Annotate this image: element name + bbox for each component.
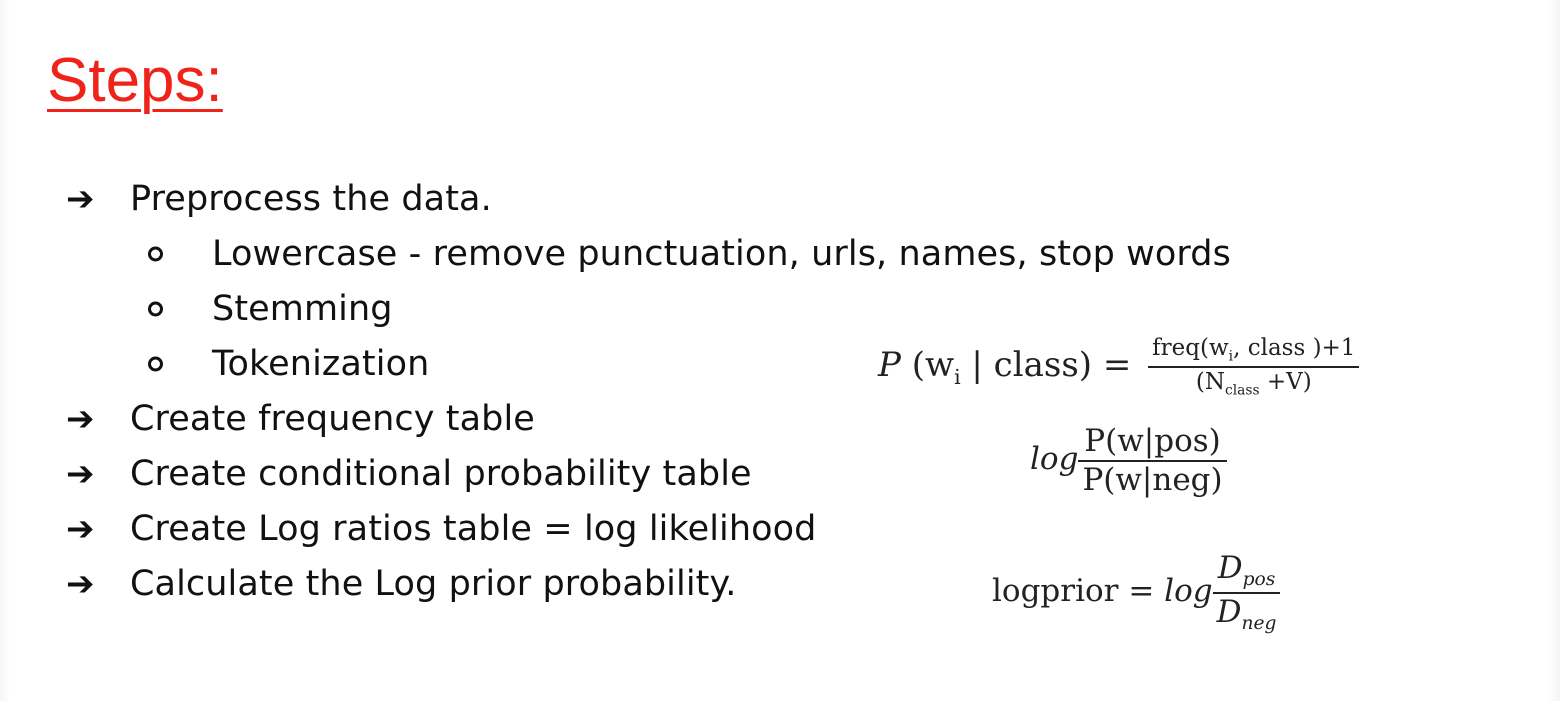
arrow-icon: ➔ [66, 564, 95, 604]
formula-text: logprior = [992, 573, 1155, 610]
step-text: Create frequency table [130, 399, 535, 439]
formula-numerator: P(w|pos) [1084, 423, 1221, 459]
formula-symbol: P [878, 345, 901, 386]
arrow-icon: ➔ [66, 179, 95, 219]
step-text: Lowercase - remove punctuation, urls, na… [212, 234, 1231, 274]
arrow-icon: ➔ [66, 454, 95, 494]
step-text: Calculate the Log prior probability. [130, 564, 737, 604]
fraction-bar [1148, 366, 1360, 369]
step-text: Preprocess the data. [130, 179, 492, 219]
arrow-icon: ➔ [66, 509, 95, 549]
circle-bullet-icon [148, 246, 163, 262]
fraction-bar [1212, 591, 1281, 594]
arrow-icon: ➔ [66, 399, 95, 439]
formula-denominator: P(w|neg) [1082, 461, 1223, 498]
slide-right-edge [1548, 0, 1560, 701]
formula-denominator: Dneg [1216, 593, 1277, 634]
formula-fraction: freq(wi, class )+1 (Nclass +V) [1148, 335, 1360, 399]
formula-conditional-probability: P (wi | class) = freq(wi, class )+1 (Ncl… [878, 335, 1360, 399]
formula-numerator: Dpos [1217, 550, 1276, 591]
step-text: Tokenization [212, 344, 430, 384]
formula-numerator: freq(wi, class )+1 [1152, 335, 1356, 365]
slide-title: Steps: [47, 46, 223, 115]
slide-left-edge [0, 0, 10, 701]
formula-logprior: logprior = log Dpos Dneg [992, 550, 1281, 634]
circle-bullet-icon [148, 356, 163, 372]
formula-log-ratio: log P(w|pos) P(w|neg) [1030, 425, 1227, 496]
step-text: Stemming [212, 289, 393, 329]
formula-text: (w [911, 345, 955, 386]
formula-fraction: P(w|pos) P(w|neg) [1078, 423, 1227, 498]
step-text: Create conditional probability table [130, 454, 752, 494]
formula-subscript: i [954, 364, 961, 389]
step-text: Create Log ratios table = log likelihood [130, 509, 817, 549]
formula-log: log [1030, 441, 1079, 478]
fraction-bar [1078, 459, 1227, 462]
formula-log: log [1164, 573, 1213, 610]
formula-text: | class) = [960, 345, 1132, 386]
circle-bullet-icon [148, 301, 163, 317]
formula-fraction: Dpos Dneg [1212, 550, 1281, 634]
formula-denominator: (Nclass +V) [1195, 369, 1312, 399]
